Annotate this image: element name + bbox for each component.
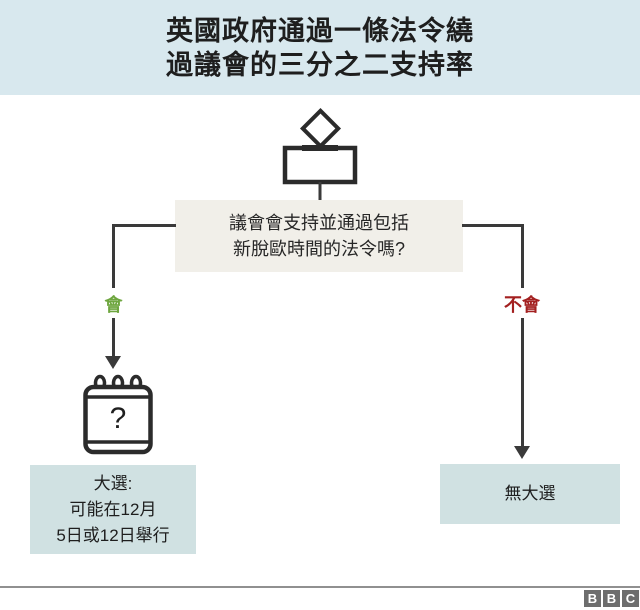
- question-box: 議會會支持並通過包括 新脫歐時間的法令嗎?: [175, 200, 463, 272]
- branch-label-yes: 會: [104, 295, 123, 315]
- page-title-line-2: 過議會的三分之二支持率: [166, 49, 474, 80]
- connector-no-horizontal: [462, 224, 524, 227]
- footer-divider: [0, 586, 640, 588]
- result-election-line-1: 大選:: [93, 473, 133, 493]
- page-title-line-1: 英國政府通過一條法令繞: [166, 15, 474, 46]
- question-line-1: 議會會支持並通過包括: [229, 213, 409, 233]
- bbc-logo-block-3: C: [622, 590, 639, 607]
- arrow-yes-line: [112, 318, 115, 358]
- arrow-no-head: [514, 446, 530, 459]
- ballot-box-icon: [282, 107, 358, 202]
- bbc-logo-block-2: B: [603, 590, 620, 607]
- result-box-election: 大選: 可能在12月 5日或12日舉行: [30, 465, 196, 554]
- arrow-yes-head: [105, 356, 121, 369]
- bbc-logo: B B C: [584, 590, 639, 607]
- result-election-line-2: 可能在12月: [69, 499, 157, 519]
- result-box-no-election: 無大選: [440, 464, 620, 524]
- connector-yes-horizontal: [112, 224, 176, 227]
- calendar-question-mark: ?: [110, 402, 127, 435]
- header: 英國政府通過一條法令繞 過議會的三分之二支持率: [0, 0, 640, 95]
- connector-yes-vertical: [112, 224, 115, 288]
- connector-no-vertical: [521, 224, 524, 288]
- question-line-2: 新脫歐時間的法令嗎?: [232, 239, 405, 259]
- bbc-logo-block-1: B: [584, 590, 601, 607]
- branch-label-no: 不會: [504, 295, 540, 315]
- result-election-line-3: 5日或12日舉行: [56, 525, 170, 545]
- result-no-election-label: 無大選: [504, 484, 556, 503]
- calendar-icon: ?: [83, 374, 153, 455]
- arrow-no-line: [521, 318, 524, 448]
